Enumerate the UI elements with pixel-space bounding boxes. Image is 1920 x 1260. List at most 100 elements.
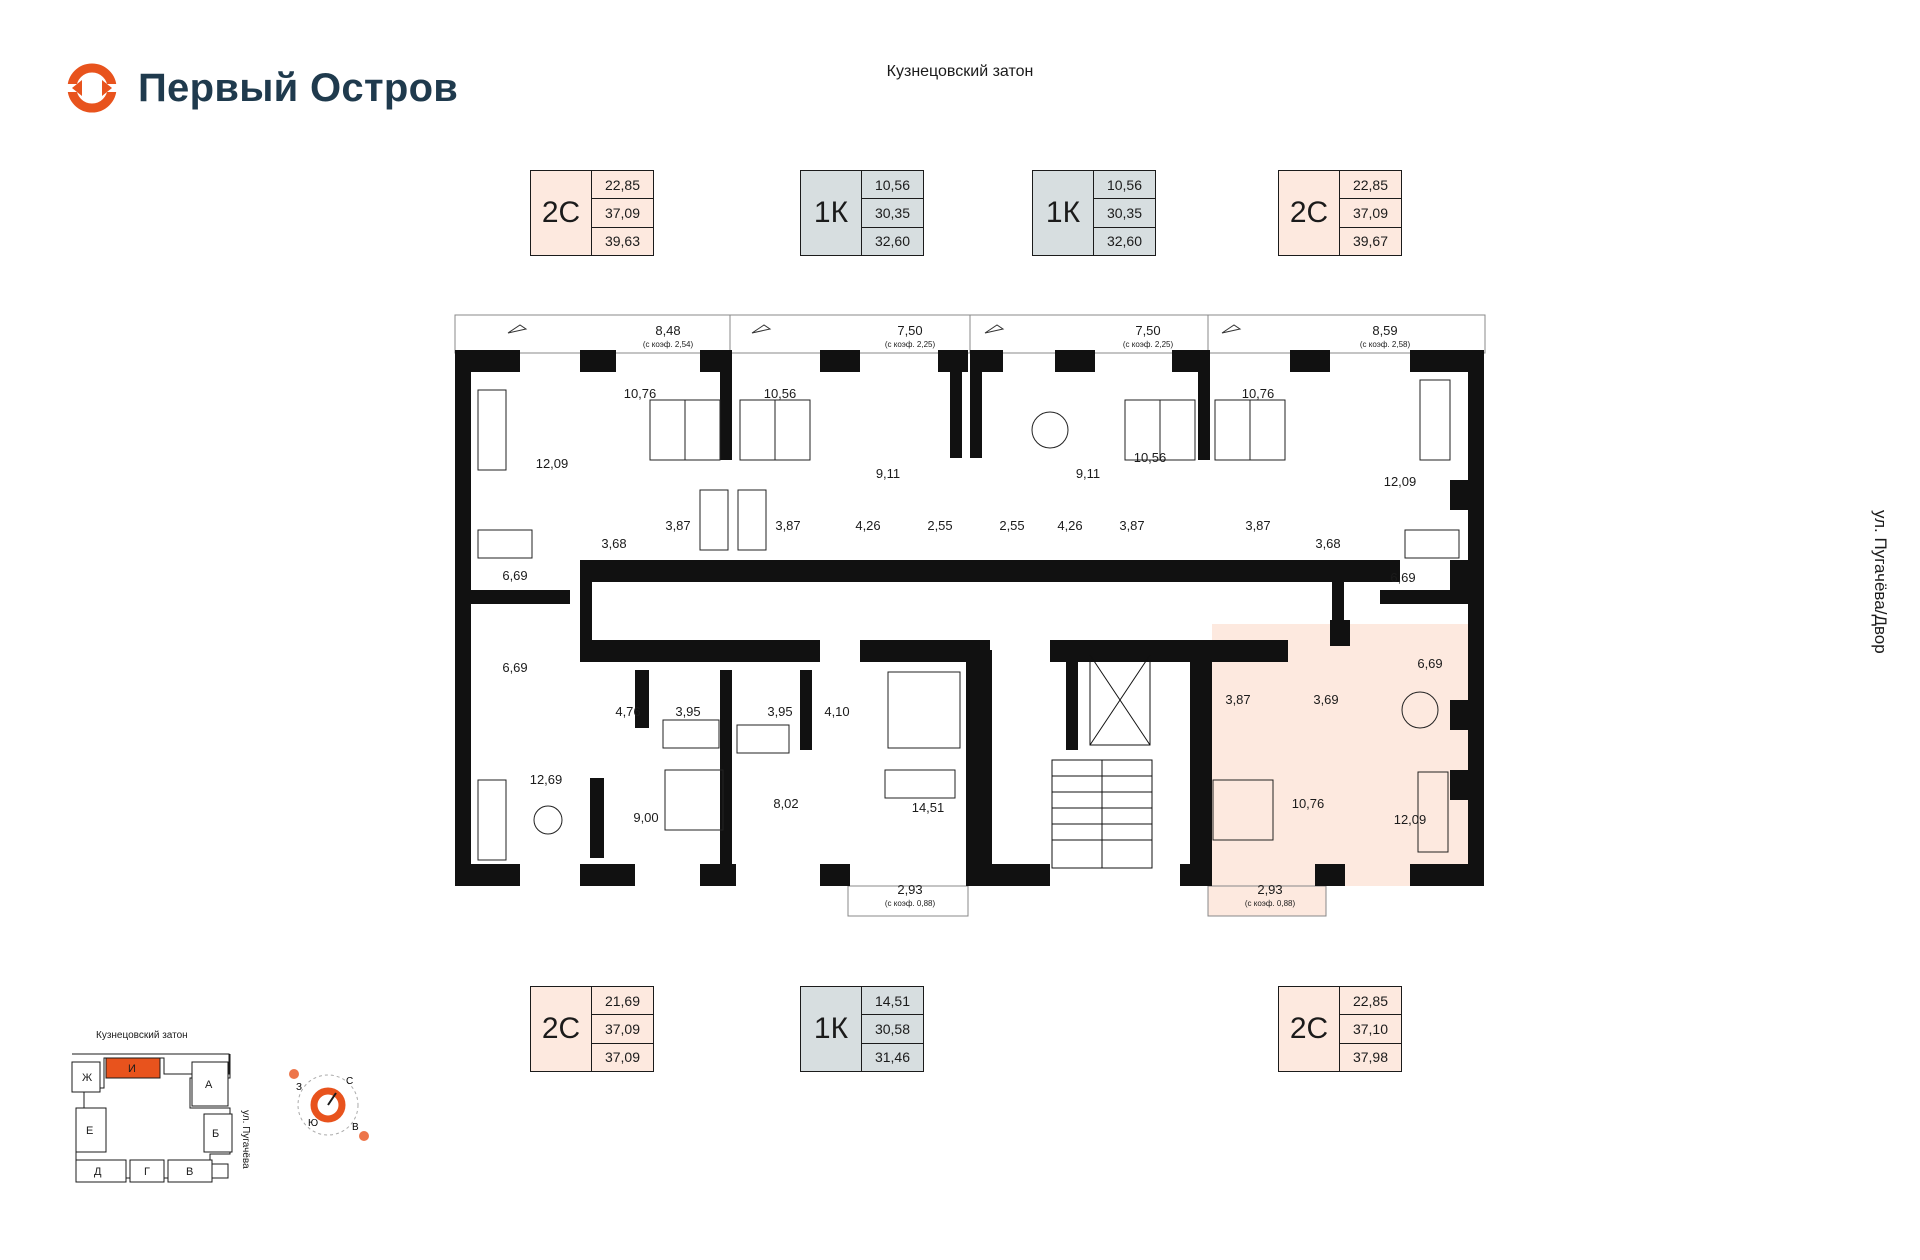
section-letter: Ж: [82, 1072, 92, 1084]
room-area-label: 3,95: [767, 704, 792, 719]
area-with-balcony: 37,09: [604, 1049, 641, 1066]
apartment-type: 2С: [1279, 987, 1340, 1071]
brand-name: Первый Остров: [138, 65, 459, 110]
section-a[interactable]: [191, 1061, 229, 1107]
section-e[interactable]: [75, 1107, 107, 1153]
room-area-label: 6,69: [502, 660, 527, 675]
room-area-label: 7,50: [897, 323, 922, 338]
room-area-label: 4,10: [824, 704, 849, 719]
apartment-type: 2С: [1279, 171, 1340, 255]
section-letter: И: [128, 1063, 136, 1075]
living-area: 10,56: [862, 171, 923, 200]
total-area: 30,35: [1094, 199, 1155, 228]
minimap-title: Кузнецовский затон: [96, 1030, 188, 1041]
living-area: 21,69: [592, 987, 653, 1016]
living-area: 10,56: [1094, 171, 1155, 200]
room-area-label: 6,69: [502, 568, 527, 583]
room-area-label: 14,51: [912, 800, 945, 815]
room-area-label: 8,48: [655, 323, 680, 338]
apartment-type: 1К: [1033, 171, 1094, 255]
compass-n: С: [346, 1076, 353, 1087]
minimap-street: ул. Пугачёва: [240, 1110, 251, 1169]
section-b[interactable]: [203, 1113, 233, 1153]
total-area: 30,35: [862, 199, 923, 228]
room-area-label: 4,76: [615, 704, 640, 719]
balcony-coefficient: (с коэф. 2,58): [1360, 340, 1411, 349]
stairwell: [1051, 654, 1153, 869]
area-with-balcony: 32,60: [874, 233, 911, 250]
apartment-type: 2С: [531, 171, 592, 255]
room-area-label: 12,69: [530, 772, 563, 787]
furniture: [477, 379, 1460, 861]
total-area: 37,09: [592, 1015, 653, 1044]
balcony-bottom-right: [1207, 885, 1327, 917]
room-area-label: 4,26: [1057, 518, 1082, 533]
room-area-label: 10,76: [1242, 386, 1275, 401]
compass-icon: З С Ю В: [289, 1069, 369, 1141]
room-area-label: 7,50: [1135, 323, 1160, 338]
room-area-label: 2,55: [999, 518, 1024, 533]
room-area-label: 9,00: [633, 810, 658, 825]
area-with-balcony: 31,46: [874, 1049, 911, 1066]
room-area-label: 12,09: [1384, 474, 1417, 489]
room-area-label: 3,87: [1119, 518, 1144, 533]
room-area-label: 2,55: [927, 518, 952, 533]
room-area-label: 3,69: [1313, 692, 1338, 707]
room-area-label: 8,59: [1372, 323, 1397, 338]
room-area-label: 6,69: [1390, 570, 1415, 585]
walls: [455, 350, 1484, 886]
apartment-type: 1К: [801, 987, 862, 1071]
section-letter: А: [205, 1079, 213, 1091]
room-area-label: 3,87: [1245, 518, 1270, 533]
living-area: 22,85: [1340, 171, 1401, 200]
compass-e: В: [352, 1122, 359, 1133]
section-letter: В: [186, 1166, 193, 1178]
room-area-label: 3,95: [675, 704, 700, 719]
living-area: 14,51: [862, 987, 923, 1016]
room-area-label: 4,26: [855, 518, 880, 533]
brand-logo[interactable]: Первый Остров: [64, 60, 458, 116]
area-with-balcony: 39,63: [604, 233, 641, 250]
section-i[interactable]: [105, 1057, 161, 1079]
compass-w: З: [296, 1082, 302, 1093]
highlighted-apartment[interactable]: [1212, 624, 1472, 886]
area-with-balcony: 39,67: [1352, 233, 1389, 250]
section-letter: Д: [94, 1166, 102, 1178]
balcony-coefficient: (с коэф. 2,54): [643, 340, 694, 349]
living-area: 22,85: [592, 171, 653, 200]
living-area: 22,85: [1340, 987, 1401, 1016]
balcony-bottom-left: [847, 885, 969, 917]
room-area-label: 9,11: [876, 466, 900, 481]
area-with-balcony: 37,98: [1352, 1049, 1389, 1066]
section-zh[interactable]: [71, 1061, 101, 1093]
room-area-label: 10,76: [624, 386, 657, 401]
room-area-label: 2,93: [897, 882, 922, 897]
room-area-label: 3,68: [601, 536, 626, 551]
logo-ring-icon: [64, 63, 120, 113]
section-v[interactable]: [167, 1159, 213, 1183]
balcony-coefficient: (с коэф. 0,88): [1245, 899, 1296, 908]
total-area: 30,58: [862, 1015, 923, 1044]
total-area: 37,09: [1340, 199, 1401, 228]
room-area-label: 10,76: [1292, 796, 1325, 811]
room-area-label: 10,56: [1134, 450, 1167, 465]
room-area-label: 10,56: [764, 386, 797, 401]
room-area-label: 3,68: [1315, 536, 1340, 551]
apartment-type: 2С: [531, 987, 592, 1071]
apartment-type: 1К: [801, 171, 862, 255]
room-area-label: 6,69: [1417, 656, 1442, 671]
section-g[interactable]: [129, 1159, 165, 1183]
balcony-coefficient: (с коэф. 2,25): [1123, 340, 1174, 349]
room-area-label: 3,87: [665, 518, 690, 533]
section-d[interactable]: [75, 1159, 127, 1183]
street-right-label: ул. Пугачёва/Двор: [1871, 510, 1890, 654]
